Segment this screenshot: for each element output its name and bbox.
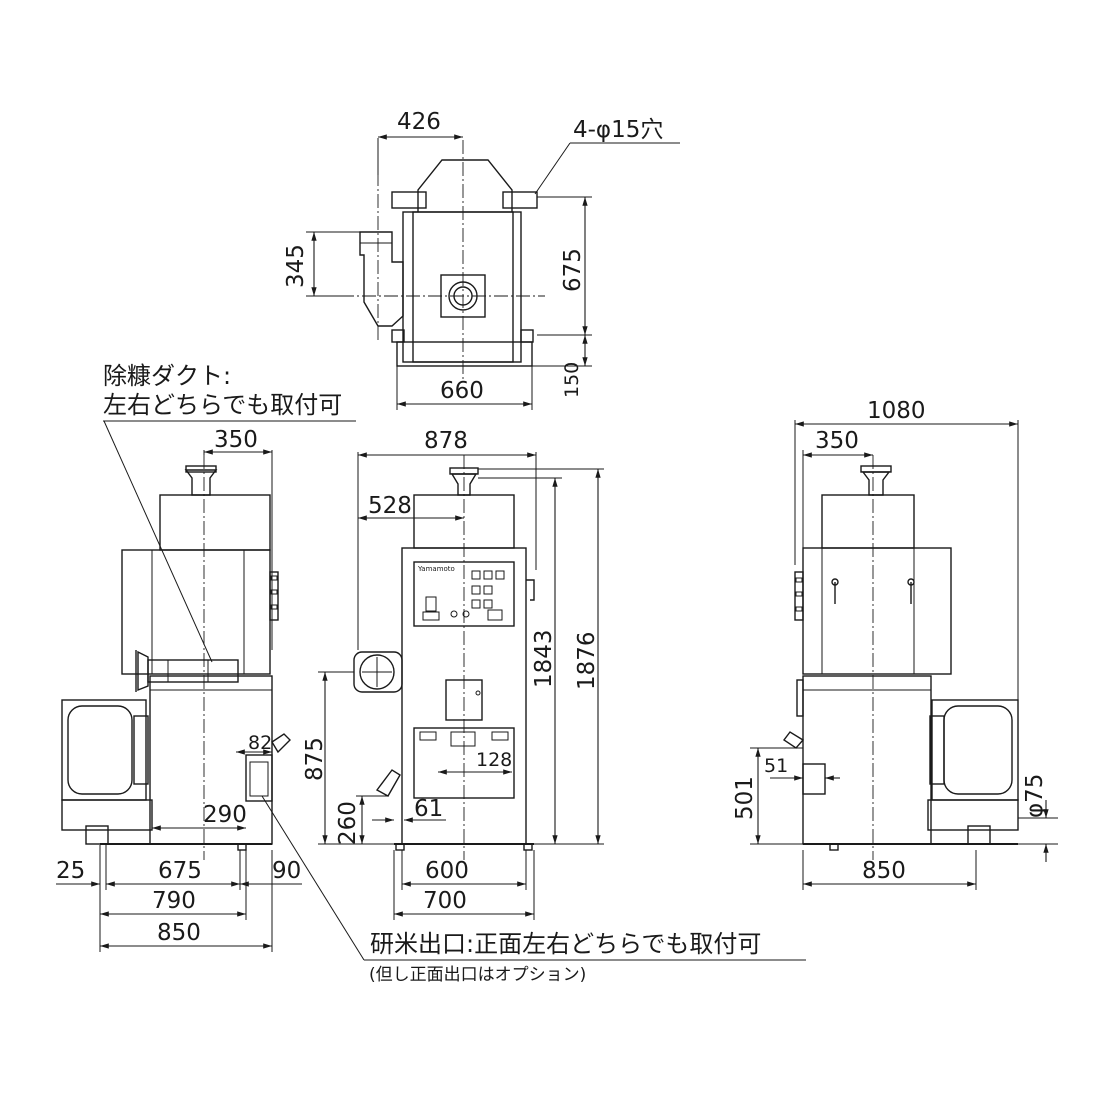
dim-25: 25 [56,858,85,884]
dim-61: 61 [414,796,443,822]
dim-878: 878 [424,428,468,454]
dim-350-left: 350 [214,427,258,453]
dim-1876: 1876 [574,631,600,690]
dim-1843: 1843 [531,629,557,688]
dim-82: 82 [248,732,272,754]
right-side-view [782,455,1019,860]
dim-1080: 1080 [867,398,926,424]
dim-90: 90 [272,858,301,884]
dim-501: 501 [732,776,758,820]
front-view: Yamamoto [353,455,535,860]
dim-345: 345 [283,244,309,288]
dim-426: 426 [397,109,441,135]
left-side-view [61,455,291,860]
note-outlet-1: 研米出口:正面左右どちらでも取付可 [370,930,761,958]
front-view-dimensions: 878 528 1843 1876 875 260 128 61 600 700 [302,428,604,920]
note-bran-duct-1: 除糠ダクト: [103,362,231,390]
left-side-dimensions: 350 82 290 25 675 90 790 850 [56,427,302,952]
dim-875: 875 [302,737,328,781]
dim-150: 150 [561,362,583,398]
note-bran-duct-2: 左右どちらでも取付可 [103,391,342,419]
dim-850-left: 850 [157,920,201,946]
dim-350-right: 350 [815,428,859,454]
dim-600: 600 [425,858,469,884]
dim-128: 128 [476,749,512,771]
dim-660: 660 [440,378,484,404]
note-outlet-2: (但し正面出口はオプション) [369,965,586,985]
brand-logo: Yamamoto [417,565,455,573]
dim-51: 51 [764,755,788,777]
top-view-dimensions: 426 345 675 150 660 4-φ15穴 [283,109,680,410]
dim-675-left: 675 [158,858,202,884]
dim-700: 700 [423,888,467,914]
top-view [340,140,545,380]
dim-528: 528 [368,493,412,519]
right-side-dimensions: 1080 350 51 501 φ75 850 [732,398,1058,890]
dim-675-top: 675 [560,248,586,292]
dim-phi75: φ75 [1022,774,1048,818]
note-holes: 4-φ15穴 [573,117,663,143]
dim-290: 290 [203,802,247,828]
dim-790: 790 [152,888,196,914]
notes: 除糠ダクト: 左右どちらでも取付可 研米出口:正面左右どちらでも取付可 (但し正… [103,362,806,985]
dim-850-right: 850 [862,858,906,884]
dim-260: 260 [335,801,361,845]
